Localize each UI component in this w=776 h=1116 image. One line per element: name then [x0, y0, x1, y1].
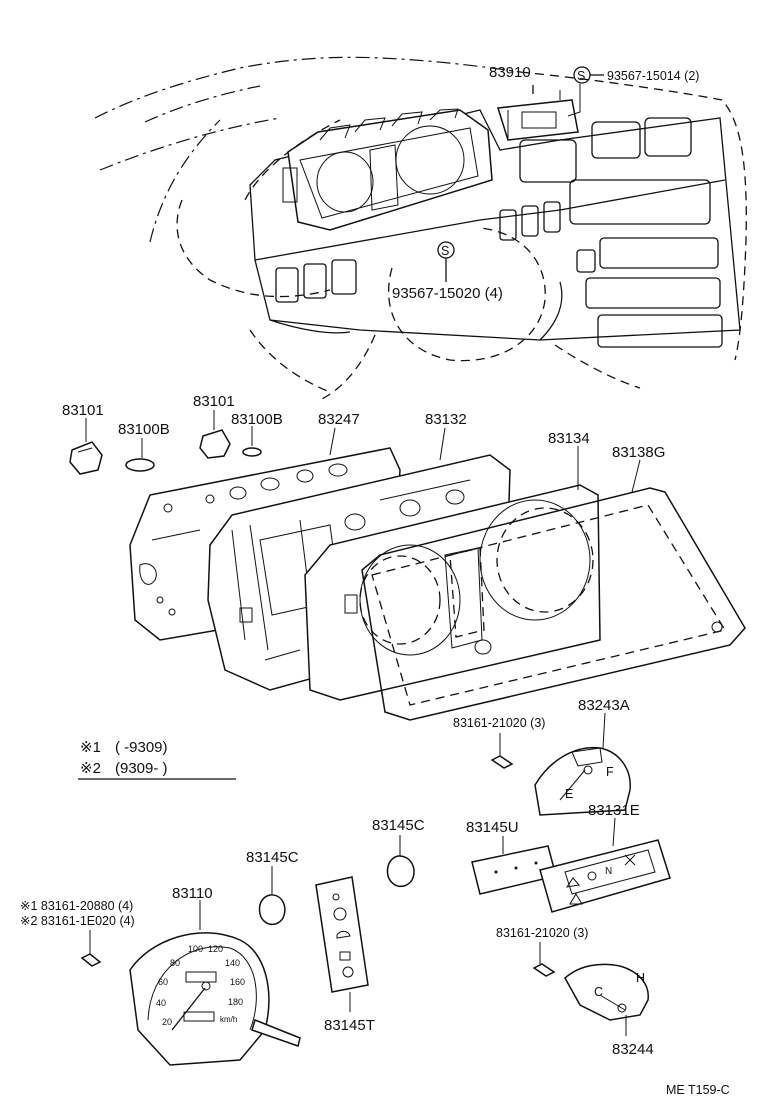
label-83243a: 83243A	[578, 697, 630, 714]
svg-text:160: 160	[230, 977, 245, 987]
legend-production-range: ※1 ( -9309) ※2 (9309- )	[78, 739, 236, 780]
part-83145t-indicator-plate	[315, 876, 369, 1012]
svg-text:N: N	[605, 866, 612, 877]
screw-callout-15014: S 93567-15014 (2)	[573, 66, 699, 84]
label-83100b-b: 83100B	[231, 411, 283, 428]
label-83244: 83244	[612, 1041, 654, 1058]
label-83247: 83247	[318, 411, 360, 428]
part-83145u-plate	[471, 836, 557, 895]
svg-text:F: F	[606, 765, 614, 779]
svg-text:180: 180	[228, 997, 243, 1007]
svg-text:93567-15020 (4): 93567-15020 (4)	[392, 285, 503, 302]
label-83100b-a: 83100B	[118, 421, 170, 438]
bulb-socket-icon	[69, 441, 103, 475]
label-83110: 83110	[172, 885, 213, 902]
label-83131e: 83131E	[588, 802, 640, 819]
part-83101-socket-b	[199, 410, 231, 459]
label-83145t: 83145T	[324, 1017, 375, 1034]
meter-hood-assembly	[282, 108, 493, 231]
svg-text:( -9309): ( -9309)	[115, 739, 168, 756]
label-83145c-b: 83145C	[246, 849, 299, 866]
bulb-icon	[125, 458, 155, 472]
svg-text:※1 83161-20880 (4): ※1 83161-20880 (4)	[20, 899, 133, 913]
label-83910: 83910	[489, 64, 531, 81]
label-83101-b: 83101	[193, 393, 235, 410]
label-83101-a: 83101	[62, 402, 104, 419]
part-83145c-lens-upper	[386, 835, 415, 888]
svg-text:S: S	[441, 244, 449, 258]
part-83100b-bulb-b	[242, 426, 262, 457]
label-83145c-a: 83145C	[372, 817, 425, 834]
label-83138g: 83138G	[612, 444, 665, 461]
svg-text:※1: ※1	[80, 739, 101, 756]
svg-text:※2 83161-1E020 (4): ※2 83161-1E020 (4)	[20, 914, 135, 928]
svg-text:100: 100	[188, 944, 203, 954]
speedo-tick-labels: 20 40 60 80 100 120 140 160 180	[156, 944, 245, 1027]
screw-83161-21020-a	[490, 733, 514, 769]
svg-text:20: 20	[162, 1017, 172, 1027]
svg-text:※2: ※2	[80, 760, 101, 777]
screw-83161-21020-b	[532, 942, 556, 977]
screw-callout-15020: S 93567-15020 (4)	[392, 241, 503, 302]
label-83145u: 83145U	[466, 819, 519, 836]
part-83101-socket-a	[69, 418, 103, 475]
footer-code: ME T159-C	[666, 1083, 730, 1097]
svg-text:140: 140	[225, 958, 240, 968]
part-83131e-warning-panel: N	[539, 817, 671, 913]
part-83138g-glass	[359, 487, 746, 721]
dashboard-outline	[94, 56, 747, 401]
svg-text:km/h: km/h	[220, 1015, 237, 1024]
part-83110-speedometer: 20 40 60 80 100 120 140 160 180 km/h	[129, 900, 301, 1066]
svg-text:120: 120	[208, 944, 223, 954]
svg-text:60: 60	[158, 977, 168, 987]
bulb-icon	[242, 447, 262, 457]
part-83910-flasher	[497, 84, 581, 141]
svg-text:S: S	[577, 69, 585, 83]
label-83132: 83132	[425, 411, 467, 428]
label-83161-21020-a: 83161-21020 (3)	[453, 716, 545, 730]
svg-text:E: E	[565, 787, 573, 801]
svg-text:H: H	[636, 971, 645, 985]
part-83244-temp-gauge: C H	[564, 963, 649, 1036]
label-83161-21020-b: 83161-21020 (3)	[496, 926, 588, 940]
svg-text:C: C	[594, 985, 603, 999]
svg-text:40: 40	[156, 998, 166, 1008]
alt-screw-part-numbers: ※1 83161-20880 (4) ※2 83161-1E020 (4)	[20, 899, 135, 967]
label-83134: 83134	[548, 430, 590, 447]
part-83145c-lens-lower	[258, 866, 286, 926]
bulb-socket-icon	[199, 429, 231, 459]
part-83243a-fuel-gauge: E F	[534, 712, 631, 816]
svg-text:80: 80	[170, 958, 180, 968]
warning-light-icon	[569, 893, 583, 905]
svg-text:93567-15014 (2): 93567-15014 (2)	[607, 69, 699, 83]
part-83100b-bulb-a	[125, 438, 155, 472]
svg-text:(9309- ): (9309- )	[115, 760, 168, 777]
